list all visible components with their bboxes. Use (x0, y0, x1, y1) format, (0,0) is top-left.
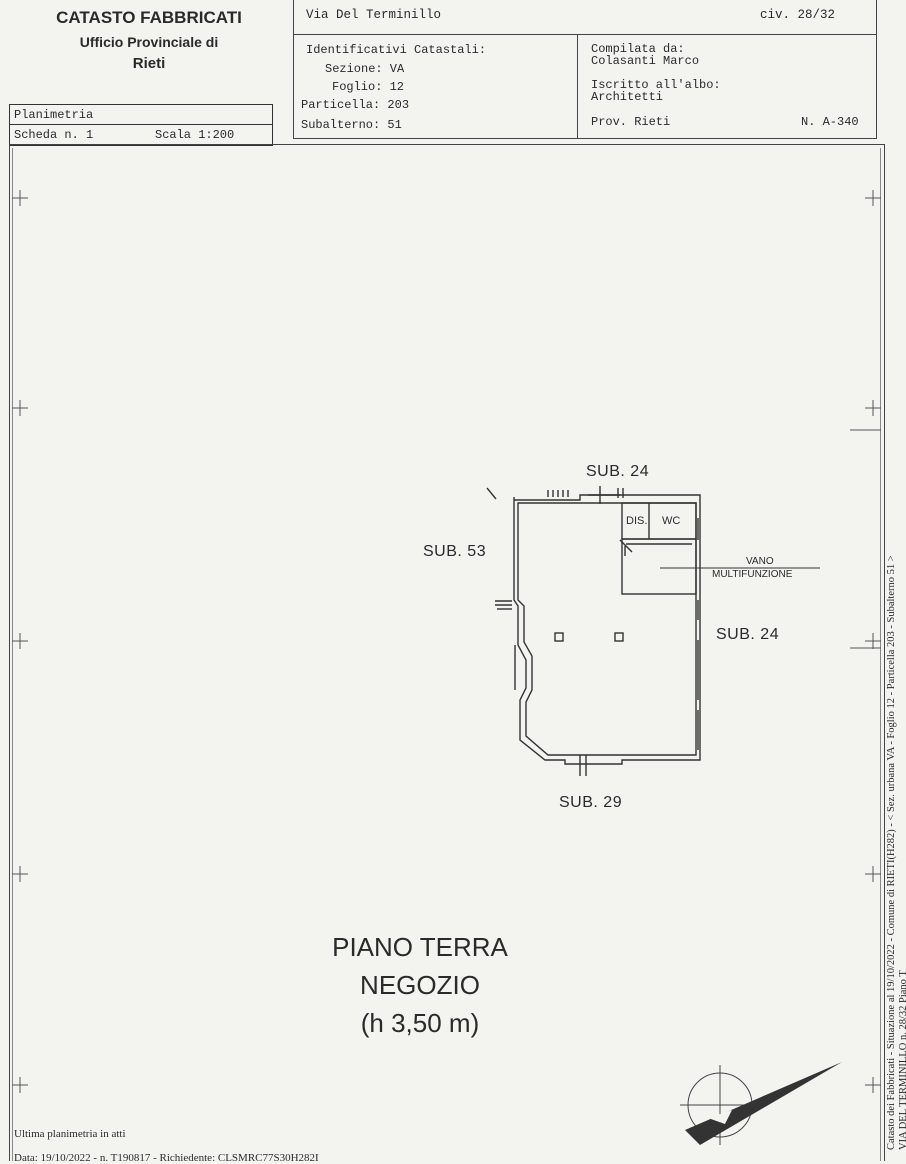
floor-title: PIANO TERRA (332, 932, 508, 962)
particella: Particella: 203 (301, 98, 410, 112)
label-sub-top: SUB. 24 (586, 463, 650, 480)
scale-label: Scala 1:200 (155, 128, 235, 142)
office-title: CATASTO FABBRICATI (56, 8, 242, 27)
compiler-heading: Compilata da: (591, 42, 685, 56)
register-value: Architetti (591, 90, 664, 104)
plan-info-box: Planimetria Scheda n. 1 Scala 1:200 (9, 104, 273, 146)
drawing-frame (9, 144, 885, 1161)
north-arrow-icon (680, 1062, 842, 1145)
sheet-label: Scheda n. 1 (14, 128, 94, 142)
compiler-name: Colasanti Marco (591, 54, 700, 68)
civic-number: civ. 28/32 (760, 8, 836, 22)
sezione: Sezione: VA (325, 62, 405, 76)
header-info-box: Via Del Terminillo civ. 28/32 Identifica… (293, 0, 877, 139)
label-sub-left: SUB. 53 (423, 543, 487, 560)
label-multifunzione: MULTIFUNZIONE (712, 569, 793, 580)
label-dis: DIS. (626, 515, 648, 527)
identifiers-heading: Identificativi Catastali: (306, 43, 487, 57)
header-divider (577, 34, 578, 138)
request-data: Data: 19/10/2022 - n. T190817 - Richiede… (14, 1152, 319, 1164)
foglio: Foglio: 12 (332, 80, 405, 94)
address-row: Via Del Terminillo civ. 28/32 (294, 0, 876, 35)
subalterno: Subalterno: 51 (301, 118, 402, 132)
floor-height: (h 3,50 m) (360, 1008, 480, 1038)
register-heading: Iscritto all'albo: (591, 78, 721, 92)
label-sub-bottom: SUB. 29 (559, 794, 623, 811)
last-plan-note: Ultima planimetria in atti (14, 1128, 126, 1140)
side-situation-text: Catasto dei Fabbricati - Situazione al 1… (886, 555, 897, 1150)
plan-type-label: Planimetria (14, 108, 94, 122)
label-vano: VANO (746, 556, 774, 567)
plan-type-row: Planimetria (10, 105, 272, 125)
floor-use: NEGOZIO (360, 970, 480, 1000)
address: Via Del Terminillo (306, 8, 442, 22)
office-city: Rieti (132, 55, 166, 72)
province: Prov. Rieti (591, 115, 671, 129)
label-sub-right: SUB. 24 (716, 626, 780, 643)
office-subtitle: Ufficio Provinciale di (79, 34, 219, 50)
register-number: N. A-340 (801, 115, 859, 129)
drawing-frame-inner (12, 148, 881, 1161)
label-wc: WC (662, 515, 681, 527)
side-address-text: VIA DEL TERMINILLO n. 28/32 Piano T (898, 970, 906, 1150)
